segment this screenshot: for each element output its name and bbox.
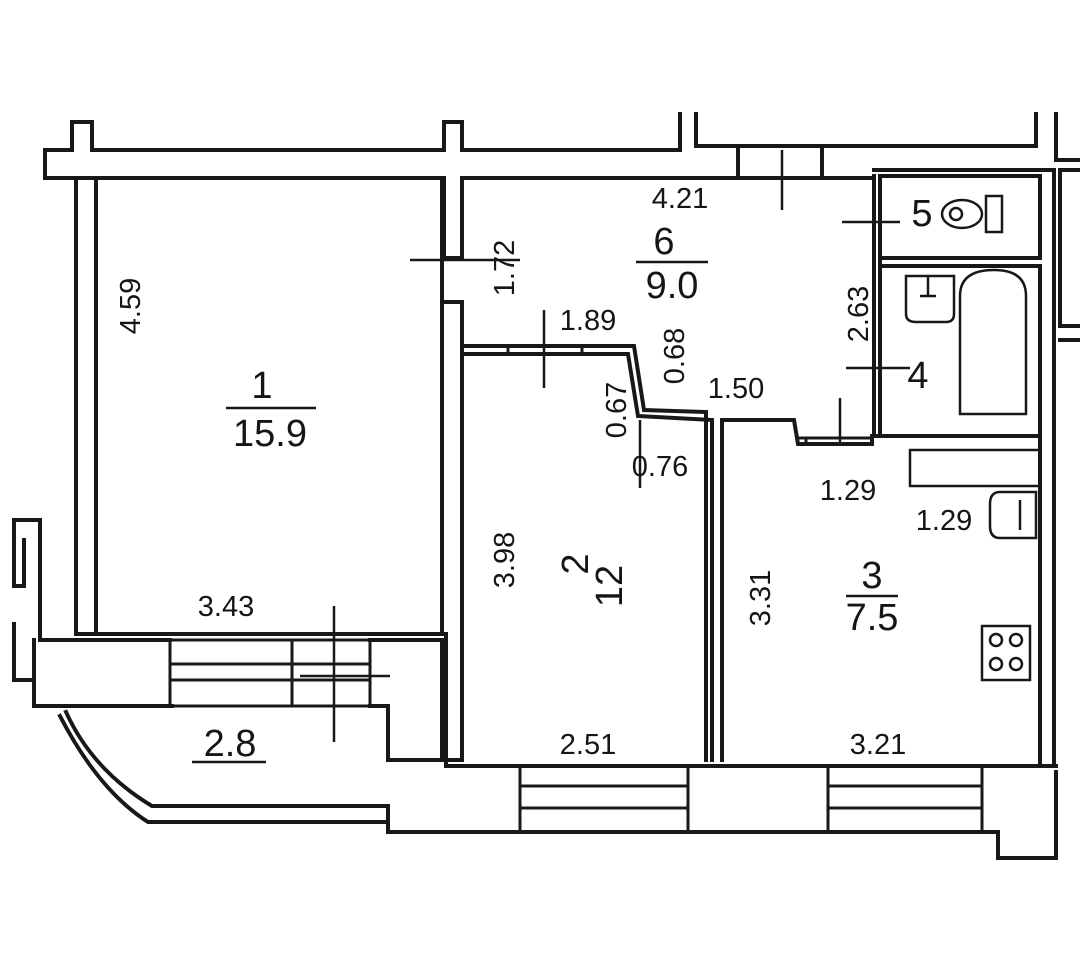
kitchen-top-dimension-b: 1.29 bbox=[916, 505, 972, 537]
room-5-number: 5 bbox=[911, 193, 932, 235]
balcony-area: 2.8 bbox=[204, 723, 257, 765]
walls bbox=[12, 112, 1080, 860]
room-3-number: 3 bbox=[861, 555, 882, 597]
hall-width-dimension: 4.21 bbox=[652, 183, 708, 215]
hall-step-068-dimension: 0.68 bbox=[659, 328, 691, 384]
kitchen-top-dimension-a: 1.29 bbox=[820, 475, 876, 507]
toilet-icon bbox=[940, 194, 1004, 234]
room-labels: 1 15.9 2 12 3 7.5 4 5 6 9.0 2.8 bbox=[192, 193, 933, 765]
kitchen-height-dimension: 3.31 bbox=[745, 570, 777, 626]
room-2-area: 12 bbox=[589, 565, 631, 607]
room-1-number: 1 bbox=[251, 365, 272, 407]
room-2-width-dimension: 2.51 bbox=[560, 729, 616, 761]
hall-left-height-dimension: 1.72 bbox=[489, 240, 521, 296]
room-6-number: 6 bbox=[653, 221, 674, 263]
kitchen-width-dimension: 3.21 bbox=[850, 729, 906, 761]
room-1-width-dimension: 3.43 bbox=[198, 591, 254, 623]
room-6-area: 9.0 bbox=[646, 265, 699, 307]
stove-icon bbox=[980, 624, 1032, 682]
room-2-height-dimension: 3.98 bbox=[489, 532, 521, 588]
bath-height-dimension: 2.63 bbox=[843, 286, 875, 342]
hall-step-076-dimension: 0.76 bbox=[632, 451, 688, 483]
fixtures bbox=[904, 194, 1042, 682]
sink-icon bbox=[904, 274, 956, 324]
kitchen-sink-icon bbox=[908, 448, 1042, 540]
hall-step-067-dimension: 0.67 bbox=[601, 382, 633, 438]
bathtub-icon bbox=[958, 268, 1028, 416]
dimension-labels: 4.59 3.43 4.21 1.72 1.89 0.68 0.67 0.76 … bbox=[115, 183, 972, 761]
hall-lower-width-dimension: 1.89 bbox=[560, 305, 616, 337]
dimension-ticks bbox=[300, 150, 910, 742]
room-1-height-dimension: 4.59 bbox=[115, 278, 147, 334]
hall-step-150-dimension: 1.50 bbox=[708, 373, 764, 405]
room-3-area: 7.5 bbox=[846, 597, 899, 639]
room-1-area: 15.9 bbox=[233, 413, 307, 455]
room-2-number: 2 bbox=[555, 553, 597, 574]
room-4-number: 4 bbox=[907, 355, 928, 397]
